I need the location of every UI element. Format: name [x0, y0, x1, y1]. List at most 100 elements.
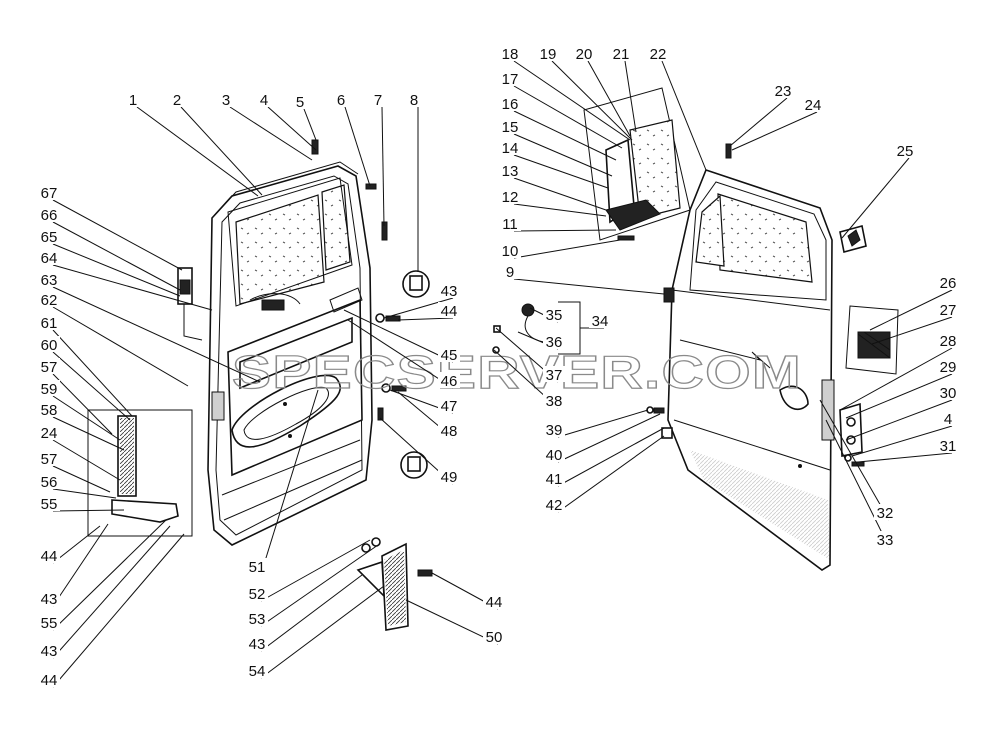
callout-c22: 22 — [650, 46, 667, 63]
callout-bg-c14 — [499, 139, 521, 155]
leader-line-c7 — [381, 106, 385, 227]
callout-bg-c44c — [438, 302, 460, 318]
leader-line-c54 — [260, 585, 385, 679]
clip-detail-circles — [400, 270, 430, 479]
leader-line-c2 — [180, 106, 263, 196]
callout-c16: 16 — [502, 96, 519, 113]
leader-lines — [52, 60, 953, 688]
leader-line-c18 — [513, 60, 631, 141]
fastener-group-left — [311, 139, 407, 421]
lock-rod-assembly — [177, 267, 203, 341]
leader-line-c44a — [52, 525, 101, 564]
callout-c60: 60 — [41, 337, 58, 354]
callout-bg-c17 — [499, 70, 521, 86]
leader-line-c27 — [871, 316, 953, 345]
callout-bg-c67 — [38, 184, 60, 200]
leader-line-c60 — [52, 351, 131, 421]
callout-c66: 66 — [41, 207, 58, 224]
callout-c63: 63 — [41, 272, 58, 289]
leader-line-c41 — [557, 427, 665, 487]
callout-bg-c55b — [38, 614, 60, 630]
callout-c57b: 57 — [41, 451, 58, 468]
callout-bg-c18 — [499, 45, 521, 61]
callout-bg-c7 — [367, 91, 389, 107]
leader-line-c53 — [260, 544, 379, 627]
callout-c30: 30 — [940, 385, 957, 402]
callout-bg-c47 — [438, 397, 460, 413]
callout-bg-c21 — [610, 45, 632, 61]
callout-bg-c22 — [647, 45, 669, 61]
callout-c53: 53 — [249, 611, 266, 628]
callout-c18: 18 — [502, 46, 519, 63]
leader-line-c20 — [587, 60, 631, 137]
callout-c55b: 55 — [41, 615, 58, 632]
callout-bg-c43a — [38, 590, 60, 606]
callout-c52: 52 — [249, 586, 266, 603]
leader-line-c11 — [513, 229, 617, 232]
callout-bg-c36 — [543, 333, 565, 349]
leader-line-c45 — [343, 309, 454, 363]
callout-c2: 2 — [173, 92, 181, 109]
callout-c15: 15 — [502, 119, 519, 136]
callout-c46: 46 — [441, 373, 458, 390]
callout-bg-c50 — [483, 628, 505, 644]
leader-line-c40 — [557, 413, 661, 463]
callout-c35: 35 — [546, 307, 563, 324]
callout-bg-c16 — [499, 95, 521, 111]
callout-c13: 13 — [502, 163, 519, 180]
callout-c41: 41 — [546, 471, 563, 488]
leader-line-c10 — [513, 239, 621, 259]
leader-line-c21 — [624, 60, 637, 133]
leader-line-c44b — [52, 533, 185, 688]
leader-line-c4b — [851, 425, 953, 457]
callout-c43b: 43 — [41, 643, 58, 660]
callout-c7: 7 — [374, 92, 382, 109]
callout-c44a: 44 — [41, 548, 58, 565]
leader-line-c52 — [260, 539, 371, 602]
callout-bg-c48 — [438, 422, 460, 438]
callout-bg-c43c — [438, 282, 460, 298]
callout-bg-c31 — [937, 437, 959, 453]
leader-line-c67 — [52, 199, 183, 271]
callout-c65: 65 — [41, 229, 58, 246]
callout-bg-c55a — [38, 495, 60, 511]
callout-bg-c44b — [38, 671, 60, 687]
callout-c6: 6 — [337, 92, 345, 109]
callout-bg-c49 — [438, 468, 460, 484]
callout-bg-c54 — [246, 662, 268, 678]
callout-c24b: 24 — [805, 97, 822, 114]
callout-c25: 25 — [897, 143, 914, 160]
leader-line-c57a — [52, 373, 113, 435]
callout-c32: 32 — [877, 505, 894, 522]
leader-line-c25 — [841, 157, 910, 239]
callout-c5: 5 — [296, 94, 304, 111]
callout-bg-c44d — [483, 593, 505, 609]
fastener-group-right — [646, 143, 865, 467]
callout-c9: 9 — [506, 264, 514, 281]
callout-c24a: 24 — [41, 425, 58, 442]
callout-c58: 58 — [41, 402, 58, 419]
glass-run-channel — [213, 161, 359, 217]
callout-c37: 37 — [546, 367, 563, 384]
leader-line-c14 — [513, 154, 609, 189]
callout-c14: 14 — [502, 140, 519, 157]
left-door-inner — [207, 165, 373, 546]
callout-bg-c61 — [38, 314, 60, 330]
callout-bg-c32 — [874, 504, 896, 520]
callout-bg-c44a — [38, 547, 60, 563]
callout-c29: 29 — [940, 359, 957, 376]
callout-bg-c60 — [38, 336, 60, 352]
callout-c45: 45 — [441, 347, 458, 364]
leader-line-c65 — [52, 243, 181, 297]
callout-bg-c66 — [38, 206, 60, 222]
callout-bg-c51 — [246, 558, 268, 574]
callout-c8: 8 — [410, 92, 418, 109]
leader-line-c3 — [229, 106, 313, 161]
callout-bg-c42 — [543, 496, 565, 512]
callout-c28: 28 — [940, 333, 957, 350]
callout-bg-c30 — [937, 384, 959, 400]
leader-line-c5 — [303, 108, 317, 141]
leader-line-c59 — [52, 395, 121, 441]
outer-handle-detail-box — [845, 305, 899, 375]
callout-bg-c12 — [499, 188, 521, 204]
